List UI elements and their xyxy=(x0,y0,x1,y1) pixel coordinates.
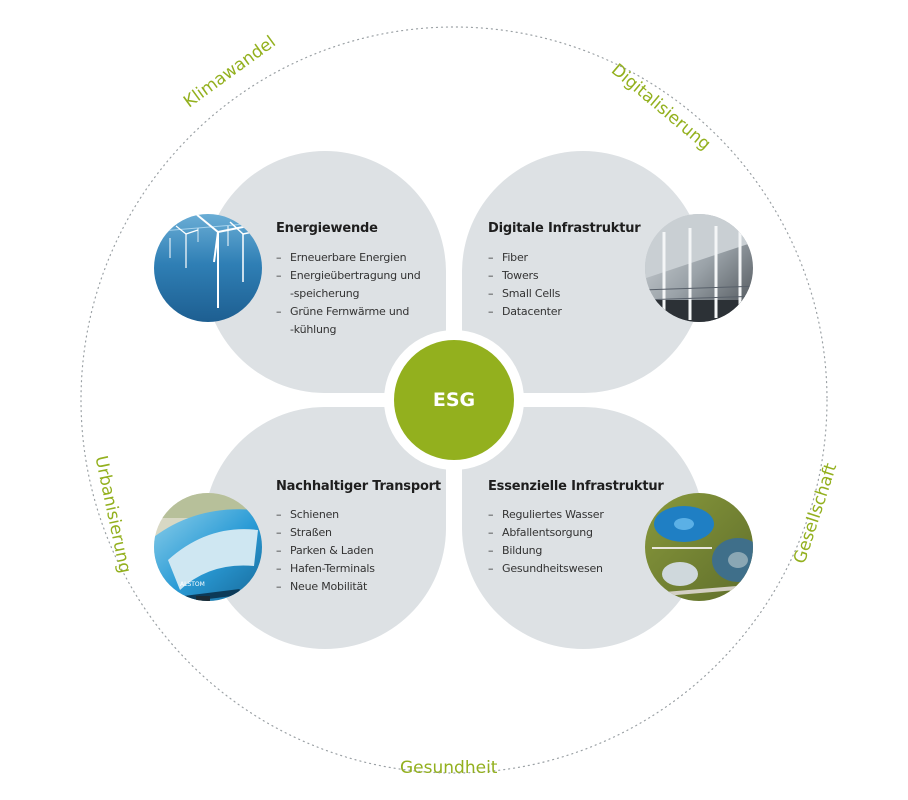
quadrant-title-digitale-infrastruktur: Digitale Infrastruktur xyxy=(488,221,641,236)
water-treatment-plant-photo xyxy=(645,493,753,601)
list-item: Schienen xyxy=(276,506,375,524)
quadrant-list-digitale-infrastruktur: Fiber Towers Small Cells Datacenter xyxy=(488,249,562,321)
quadrant-title-essenzielle-infrastruktur: Essenzielle Infrastruktur xyxy=(488,479,664,494)
train-brand-logo: ALSTOM xyxy=(180,581,205,588)
list-item: Neue Mobilität xyxy=(276,578,375,596)
list-item: Abfallentsorgung xyxy=(488,524,604,542)
list-item: Erneuerbare Energien xyxy=(276,249,421,267)
list-item-continuation: -kühlung xyxy=(290,323,337,336)
list-item: Reguliertes Wasser xyxy=(488,506,604,524)
quadrant-title-nachhaltiger-transport: Nachhaltiger Transport xyxy=(276,479,441,494)
list-item: Grüne Fernwärme und xyxy=(276,303,421,321)
list-item-continuation: -speicherung xyxy=(290,287,360,300)
list-item: Hafen-Terminals xyxy=(276,560,375,578)
quadrant-list-essenzielle-infrastruktur: Reguliertes Wasser Abfallentsorgung Bild… xyxy=(488,506,604,578)
list-item: Towers xyxy=(488,267,562,285)
list-item: Datacenter xyxy=(488,303,562,321)
datacenter-server-hall-photo xyxy=(645,214,753,322)
offshore-wind-turbines-photo xyxy=(154,214,262,322)
list-item: Parken & Laden xyxy=(276,542,375,560)
list-item: Straßen xyxy=(276,524,375,542)
list-item: Bildung xyxy=(488,542,604,560)
esg-center-label: ESG xyxy=(432,389,476,411)
list-item: Gesundheitswesen xyxy=(488,560,604,578)
list-item: Fiber xyxy=(488,249,562,267)
petal-digitale-infrastruktur xyxy=(462,151,704,393)
outer-ring xyxy=(80,26,828,774)
quadrant-list-nachhaltiger-transport: Schienen Straßen Parken & Laden Hafen-Te… xyxy=(276,506,375,596)
list-item: Energieübertragung und xyxy=(276,267,421,285)
quadrant-title-energiewende: Energiewende xyxy=(276,221,378,236)
quadrant-list-energiewende: Erneuerbare Energien Energieübertragung … xyxy=(276,249,421,339)
center-circle xyxy=(394,340,514,460)
list-item: Small Cells xyxy=(488,285,562,303)
